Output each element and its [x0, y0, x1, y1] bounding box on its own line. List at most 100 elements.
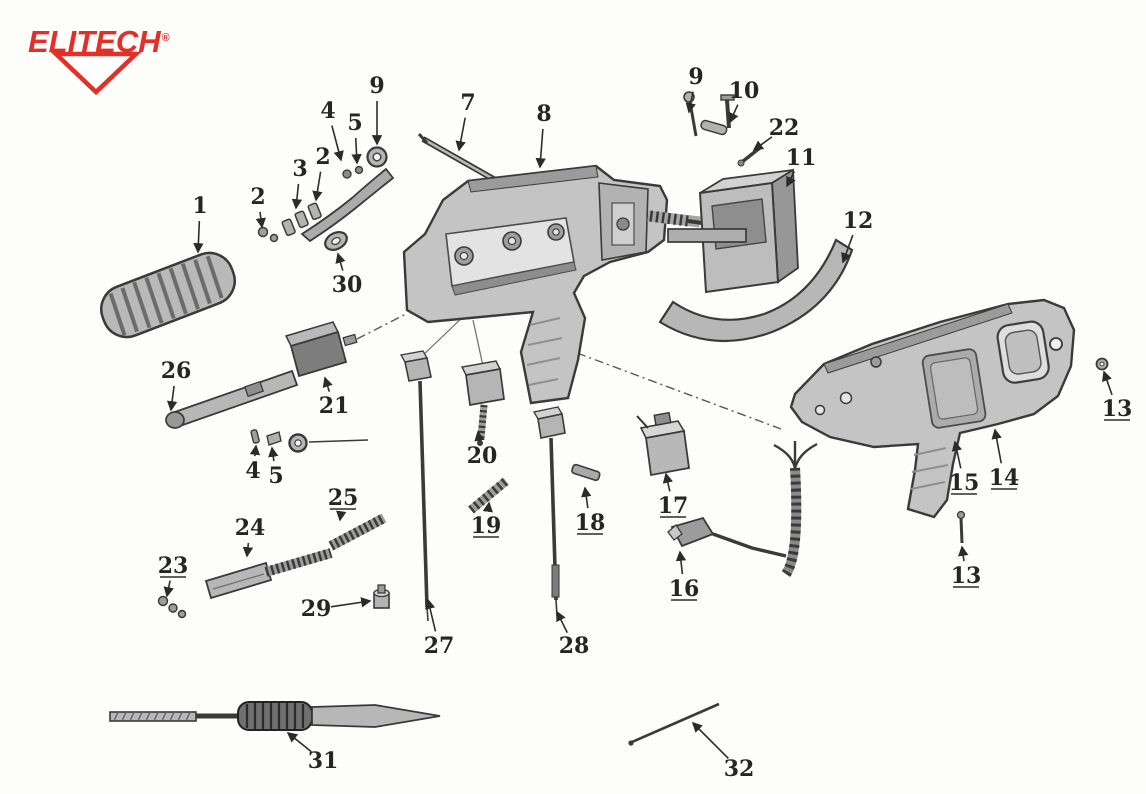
part-number-label: 29 — [301, 596, 332, 622]
part-number-label: 15 — [949, 470, 980, 496]
callout-4: 4 — [245, 444, 261, 484]
callout-29: 29 — [301, 596, 372, 622]
callout-27: 27 — [424, 598, 454, 659]
callout-11: 11 — [786, 145, 817, 188]
callout-13: 13 — [1102, 370, 1133, 422]
callout-8: 8 — [535, 101, 552, 169]
elitech-logo: ELITECH® — [28, 26, 178, 96]
callout-3: 3 — [291, 156, 308, 210]
part-5-clip-lower — [266, 431, 282, 446]
part-14-15-right-housing — [789, 298, 1076, 519]
callout-2: 2 — [312, 144, 331, 202]
part-number-label: 30 — [332, 272, 363, 298]
part-2-nuts — [257, 226, 279, 243]
part-number-label: 20 — [467, 443, 498, 469]
part-number-label: 9 — [369, 73, 384, 99]
elitech-logo-triangle-icon — [50, 51, 142, 96]
part-o-ring — [288, 433, 369, 453]
callout-26: 26 — [161, 358, 192, 412]
part-number-label: 19 — [471, 513, 502, 539]
part-number-label: 5 — [268, 463, 283, 489]
part-9-screw-top — [683, 91, 698, 137]
callout-2: 2 — [250, 184, 266, 229]
part-8-left-housing — [402, 164, 703, 405]
assembly-axis-lines — [356, 313, 782, 430]
part-number-label: 10 — [729, 78, 760, 104]
part-number-label: 25 — [328, 485, 359, 511]
part-7-pin — [417, 133, 499, 184]
part-19-spring — [468, 477, 509, 514]
callout-20: 20 — [467, 430, 498, 469]
registered-mark: ® — [161, 31, 170, 44]
callout-17: 17 — [658, 472, 689, 519]
part-26-shaft — [165, 369, 299, 429]
part-number-label: 2 — [315, 144, 330, 170]
part-number-label: 18 — [575, 510, 606, 536]
callout-31: 31 — [286, 732, 339, 774]
part-10-screw — [720, 94, 735, 129]
assembly-thin-links — [419, 313, 484, 367]
part-27-guide-rod — [399, 350, 432, 622]
part-22-screw — [737, 145, 763, 167]
part-13-nut — [1095, 357, 1109, 371]
callout-19: 19 — [471, 501, 502, 539]
callout-22: 22 — [752, 115, 800, 151]
part-number-label: 31 — [308, 748, 339, 774]
part-32-needle — [628, 702, 720, 746]
callout-10: 10 — [729, 78, 760, 124]
part-number-label: 8 — [536, 101, 551, 127]
callout-9: 9 — [369, 73, 385, 146]
callout-18: 18 — [575, 486, 606, 536]
part-number-label: 23 — [158, 553, 189, 579]
part-21-block — [284, 321, 358, 378]
part-number-label: 21 — [319, 393, 350, 419]
part-number-label: 11 — [786, 145, 817, 171]
part-number-label: 17 — [658, 493, 689, 519]
part-number-label: 32 — [724, 756, 755, 782]
callout-15: 15 — [949, 440, 980, 496]
part-number-label: 12 — [843, 208, 874, 234]
part-number-label: 4 — [245, 458, 260, 484]
callout-9: 9 — [685, 64, 704, 114]
part-31-center-punch — [109, 701, 441, 731]
part-number-label: 1 — [192, 193, 207, 219]
part-power-cable — [773, 441, 818, 577]
callout-14: 14 — [989, 428, 1019, 491]
part-28-guide-rod — [532, 406, 566, 617]
part-9-washer — [366, 146, 388, 168]
part-number-label: 5 — [347, 110, 362, 136]
part-number-label: 28 — [559, 633, 590, 659]
part-number-label: 13 — [1102, 396, 1133, 422]
callout-21: 21 — [319, 376, 350, 419]
callout-16: 16 — [669, 550, 700, 602]
part-number-label: 9 — [688, 64, 703, 90]
part-number-label: 7 — [460, 90, 475, 116]
part-3-clips — [281, 202, 322, 237]
part-number-label: 24 — [235, 515, 266, 541]
callout-28: 28 — [556, 610, 590, 659]
callout-25: 25 — [328, 485, 359, 522]
part-1-grip — [100, 251, 236, 339]
part-29-fitting — [373, 584, 390, 609]
callout-24: 24 — [235, 515, 266, 558]
callout-1: 1 — [192, 193, 208, 254]
callout-13: 13 — [951, 545, 981, 589]
part-11-coil-block — [667, 168, 799, 294]
part-13-screw — [956, 510, 966, 544]
part-number-label: 16 — [669, 576, 700, 602]
callout-30: 30 — [332, 252, 363, 298]
part-number-label: 22 — [769, 115, 800, 141]
callout-12: 12 — [841, 208, 874, 264]
part-12-spring-plate — [658, 238, 854, 342]
part-lever-arm — [300, 165, 395, 243]
part-4-pin-lower — [250, 429, 260, 444]
callout-5: 5 — [268, 446, 284, 489]
part-number-label: 2 — [250, 184, 265, 210]
part-30-washer — [324, 231, 348, 251]
part-number-label: 26 — [161, 358, 192, 384]
callout-32: 32 — [691, 721, 755, 782]
part-24-adjusting-screw — [204, 548, 333, 600]
part-16-plug-cord — [667, 516, 787, 558]
